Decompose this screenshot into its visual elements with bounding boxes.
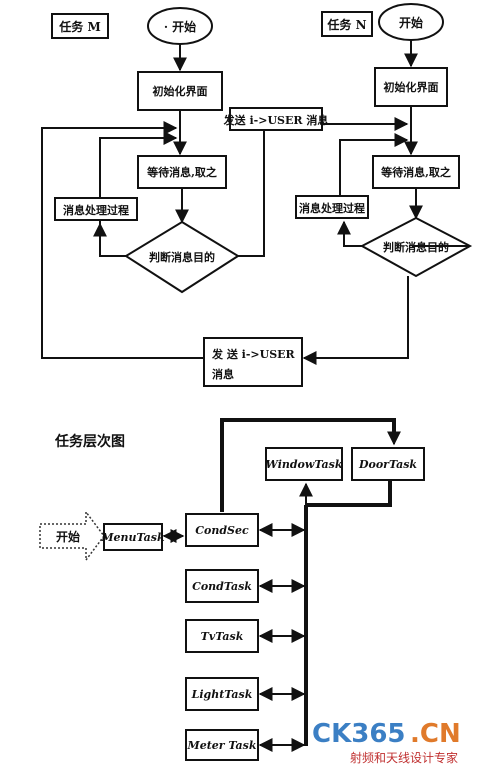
send-bottom-box [203,337,303,387]
watermark-slogan: 射频和天线设计专家 [350,750,458,765]
door-task-box [351,447,425,481]
tv-task-label: TvTask [201,630,244,643]
handler-n-label: 消息处理过程 [299,201,365,215]
init-n-box [374,67,448,107]
menu-task-box [103,523,163,551]
meter-task-box [185,729,259,761]
task-n-label: 任务 N [326,17,366,32]
arrow-judge-n-send-bottom [302,276,409,365]
send-mid-box [229,107,323,131]
cond-sec-label: CondSec [195,524,249,537]
start-n-label: 开始 [399,15,423,30]
handler-n-box [295,195,369,219]
hierarchy-title: 任务层次图 [54,433,125,450]
menu-task-label: MenuTask [100,531,165,544]
start-arrow-shape [39,509,105,563]
judge-m-label: 判断消息目的 [149,250,215,264]
watermark-brand-blue: CK365 [312,719,406,749]
door-connector [306,480,392,507]
judge-m-diamond [124,220,240,294]
watermark-brand-orange: .CN [410,719,461,749]
wait-n-label: 等待消息,取之 [380,165,451,179]
task-m-label: 任务 M [58,19,100,34]
send-bottom-line2: 消息 [212,367,234,381]
arrow-judge-handler-m [93,222,126,257]
task-m-box [51,13,109,39]
hierarchy-start-label: 开始 [56,529,80,544]
cond-task-label: CondTask [192,580,252,593]
arrow-send-bottom-to-m [41,121,204,359]
init-n-label: 初始化界面 [384,80,439,94]
light-task-box [185,677,259,711]
send-mid-label: 发送 i->USER 消息 [223,113,329,127]
window-task-box [265,447,343,481]
window-task-label: WindowTask [266,458,343,471]
send-bottom-line1: 发 送 i->USER [211,347,296,361]
cond-task-box [185,569,259,603]
start-m-label: · 开始 [164,19,196,34]
handler-m-box [54,197,138,221]
wait-m-label: 等待消息,取之 [146,165,217,179]
arrow-judge-handler-n [337,220,362,247]
task-n-box [321,11,373,37]
init-m-label: 初始化界面 [153,84,208,98]
line-judge-m-send [238,130,265,257]
light-task-label: LightTask [191,688,253,701]
tv-task-box [185,619,259,653]
door-task-label: DoorTask [358,458,417,471]
loop-handler-n [339,133,409,210]
meter-task-label: Meter Task [187,739,257,752]
init-m-box [137,71,223,111]
loop-handler-m [99,131,178,226]
handler-m-label: 消息处理过程 [63,203,129,217]
cond-sec-box [185,513,259,547]
